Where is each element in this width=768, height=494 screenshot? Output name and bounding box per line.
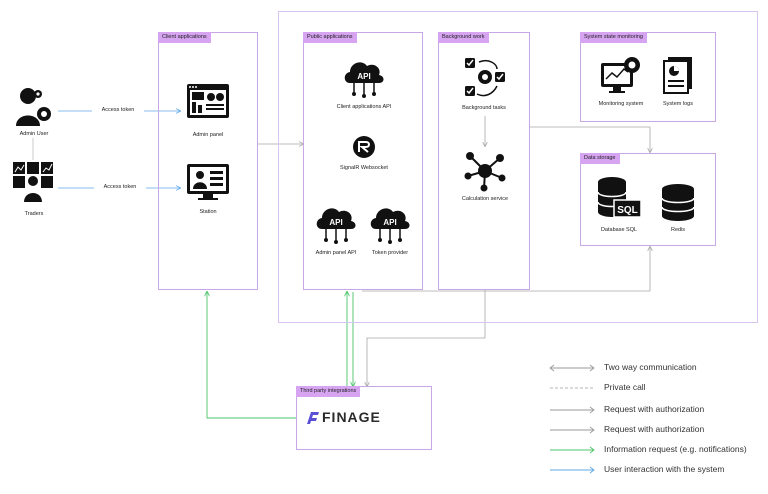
legend-user-interaction-label: User interaction with the system <box>604 464 725 474</box>
public-applications-group: Public applications <box>303 32 423 290</box>
admin-panel-api-icon: API <box>314 201 358 250</box>
background-work-title: Background work <box>438 32 489 43</box>
admin-panel-api-label: Admin panel API <box>315 250 357 256</box>
admin-panel-label: Admin panel <box>192 132 224 138</box>
finage-wordmark: FINAGE <box>322 409 381 425</box>
database-sql-icon: SQL <box>596 176 642 227</box>
token-provider-label: Token provider <box>371 250 409 256</box>
calculation-service-label: Calculation service <box>461 196 509 202</box>
admin-user-label: Admin User <box>19 131 49 137</box>
redis-label: Redis <box>670 227 686 233</box>
station-label: Station <box>199 209 217 215</box>
client-applications-group: Client applications <box>158 32 258 290</box>
third-party-group: Third party integrations <box>296 386 432 450</box>
admin-api-text: API <box>329 218 342 227</box>
finage-logo-icon <box>306 409 320 430</box>
client-applications-title: Client applications <box>158 32 211 43</box>
legend-request-auth-1-label: Request with authorization <box>604 404 705 414</box>
monitoring-group: System state monitoring <box>580 32 716 122</box>
station-icon <box>186 163 230 206</box>
signalr-label: SignalR Websocket <box>340 165 388 171</box>
monitoring-title: System state monitoring <box>580 32 647 43</box>
signalr-icon <box>352 135 376 164</box>
public-applications-title: Public applications <box>303 32 357 43</box>
third-party-title: Third party integrations <box>296 386 361 397</box>
admin-user-icon <box>14 84 54 133</box>
background-tasks-label: Background tasks <box>462 105 506 111</box>
client-applications-api-icon: API <box>342 55 386 104</box>
access-token-label-2: Access token <box>94 184 146 190</box>
system-logs-label: System logs <box>663 101 693 107</box>
admin-panel-icon <box>186 83 230 128</box>
token-provider-icon: API <box>368 201 412 250</box>
traders-label: Traders <box>24 211 44 217</box>
calculation-service-icon <box>464 150 506 197</box>
client-applications-api-label: Client applications API <box>336 104 392 110</box>
background-tasks-icon <box>463 56 507 105</box>
redis-icon <box>660 184 696 227</box>
token-api-text: API <box>383 218 396 227</box>
legend-request-auth-2-label: Request with authorization <box>604 424 705 434</box>
data-storage-group: Data storage <box>580 153 716 246</box>
platform-container <box>278 11 758 323</box>
legend-private-call-label: Private call <box>604 382 646 392</box>
legend-two-way-label: Two way communication <box>604 362 697 372</box>
legend-information-request-label: Information request (e.g. notifications) <box>604 444 747 454</box>
traders-icon <box>12 160 54 209</box>
database-sql-label: Database SQL <box>600 227 638 233</box>
data-storage-title: Data storage <box>580 153 620 164</box>
monitoring-system-label: Monitoring system <box>598 101 644 107</box>
monitoring-system-icon <box>600 55 642 100</box>
client-api-text: API <box>357 72 370 81</box>
access-token-label-1: Access token <box>92 107 144 113</box>
system-logs-icon <box>662 56 696 101</box>
background-work-group: Background work <box>438 32 530 290</box>
sql-text: SQL <box>617 205 638 216</box>
